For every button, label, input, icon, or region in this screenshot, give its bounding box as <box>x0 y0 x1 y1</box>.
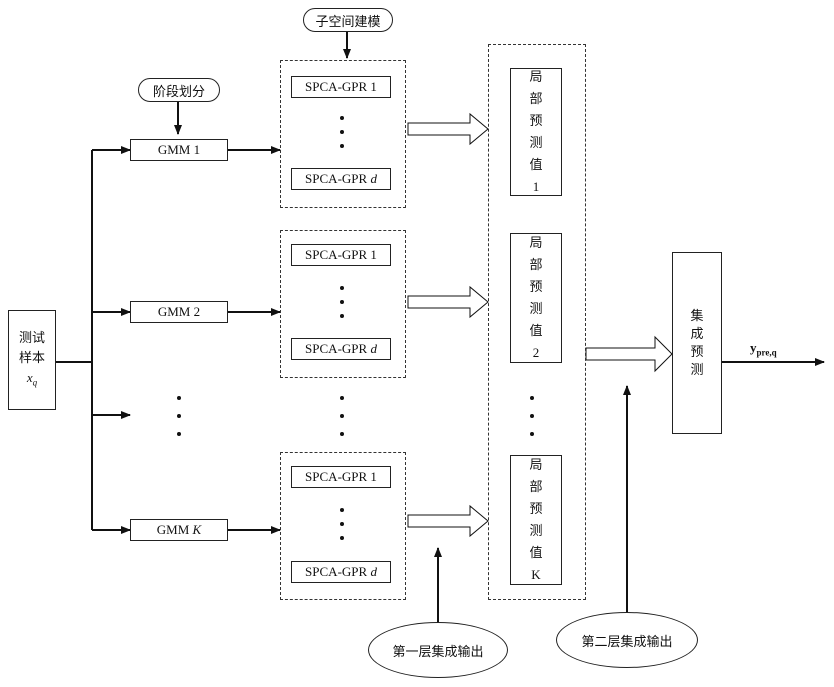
input-var: xq <box>27 368 37 393</box>
dot <box>340 536 344 540</box>
dot <box>340 116 344 120</box>
spca-gpr-k-bottom: SPCA-GPR d <box>291 561 391 583</box>
spca-gpr-2-top: SPCA-GPR 1 <box>291 244 391 266</box>
local-prediction-2: 局部预测值2 <box>510 233 562 363</box>
dot <box>340 144 344 148</box>
input-line1: 测试 <box>19 328 45 348</box>
dot <box>340 432 344 436</box>
spca-gpr-1-bottom: SPCA-GPR d <box>291 168 391 190</box>
dot <box>340 508 344 512</box>
second-layer-output-label: 第二层集成输出 <box>556 612 698 668</box>
dot <box>340 314 344 318</box>
dot <box>177 432 181 436</box>
dot <box>340 522 344 526</box>
hollow-arrow-ensemble <box>586 337 672 371</box>
spca-gpr-2-bottom: SPCA-GPR d <box>291 338 391 360</box>
spca-gpr-k-top: SPCA-GPR 1 <box>291 466 391 488</box>
gmm-box-1: GMM 1 <box>130 139 228 161</box>
gmm-box-2: GMM 2 <box>130 301 228 323</box>
dot <box>177 396 181 400</box>
ensemble-prediction-box: 集成预测 <box>672 252 722 434</box>
test-sample-box: 测试 样本 xq <box>8 310 56 410</box>
dot <box>340 130 344 134</box>
dot <box>530 432 534 436</box>
dot <box>530 414 534 418</box>
dot <box>340 414 344 418</box>
input-line2: 样本 <box>19 348 45 368</box>
dot <box>340 396 344 400</box>
local-prediction-1: 局部预测值1 <box>510 68 562 196</box>
dot <box>340 286 344 290</box>
hollow-arrow-3 <box>408 506 488 536</box>
local-prediction-k: 局部预测值K <box>510 455 562 585</box>
stage-division-label: 阶段划分 <box>138 78 220 102</box>
hollow-arrow-2 <box>408 287 488 317</box>
subspace-modeling-label: 子空间建模 <box>303 8 393 32</box>
gmm-box-k: GMM K <box>130 519 228 541</box>
dot <box>177 414 181 418</box>
dot <box>530 396 534 400</box>
dot <box>340 300 344 304</box>
output-label: ypre,q <box>750 340 777 358</box>
hollow-arrow-1 <box>408 114 488 144</box>
first-layer-output-label: 第一层集成输出 <box>368 622 508 678</box>
spca-gpr-1-top: SPCA-GPR 1 <box>291 76 391 98</box>
